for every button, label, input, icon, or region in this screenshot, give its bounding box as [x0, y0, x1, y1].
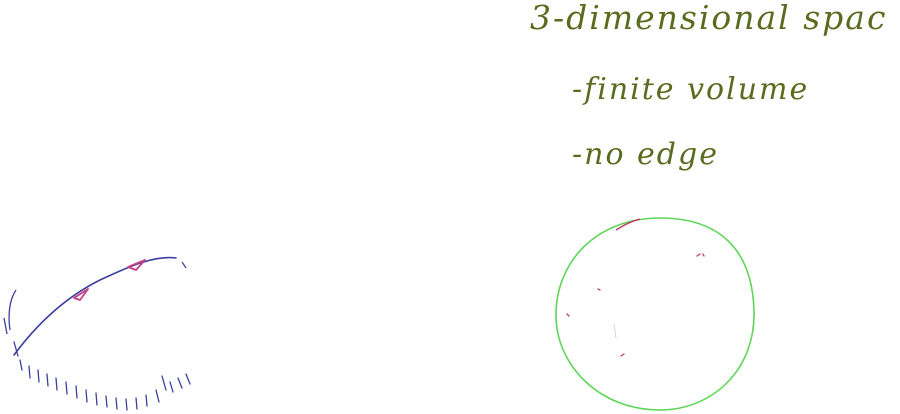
sphere-drawing: [555, 217, 755, 411]
green-circle: [555, 217, 755, 411]
arc-end-tick: [181, 261, 187, 269]
curved-arc-drawing: [3, 256, 191, 411]
hatching: [13, 341, 191, 411]
interior-mark: [613, 323, 617, 339]
circle-accent: [615, 218, 641, 231]
arc-line: [13, 256, 177, 356]
edge-stroke-2: [3, 317, 8, 335]
interior-dots: [566, 253, 705, 357]
arrow-2: [127, 259, 146, 271]
arrow-1: [73, 288, 89, 301]
edge-stroke-1: [8, 289, 17, 331]
